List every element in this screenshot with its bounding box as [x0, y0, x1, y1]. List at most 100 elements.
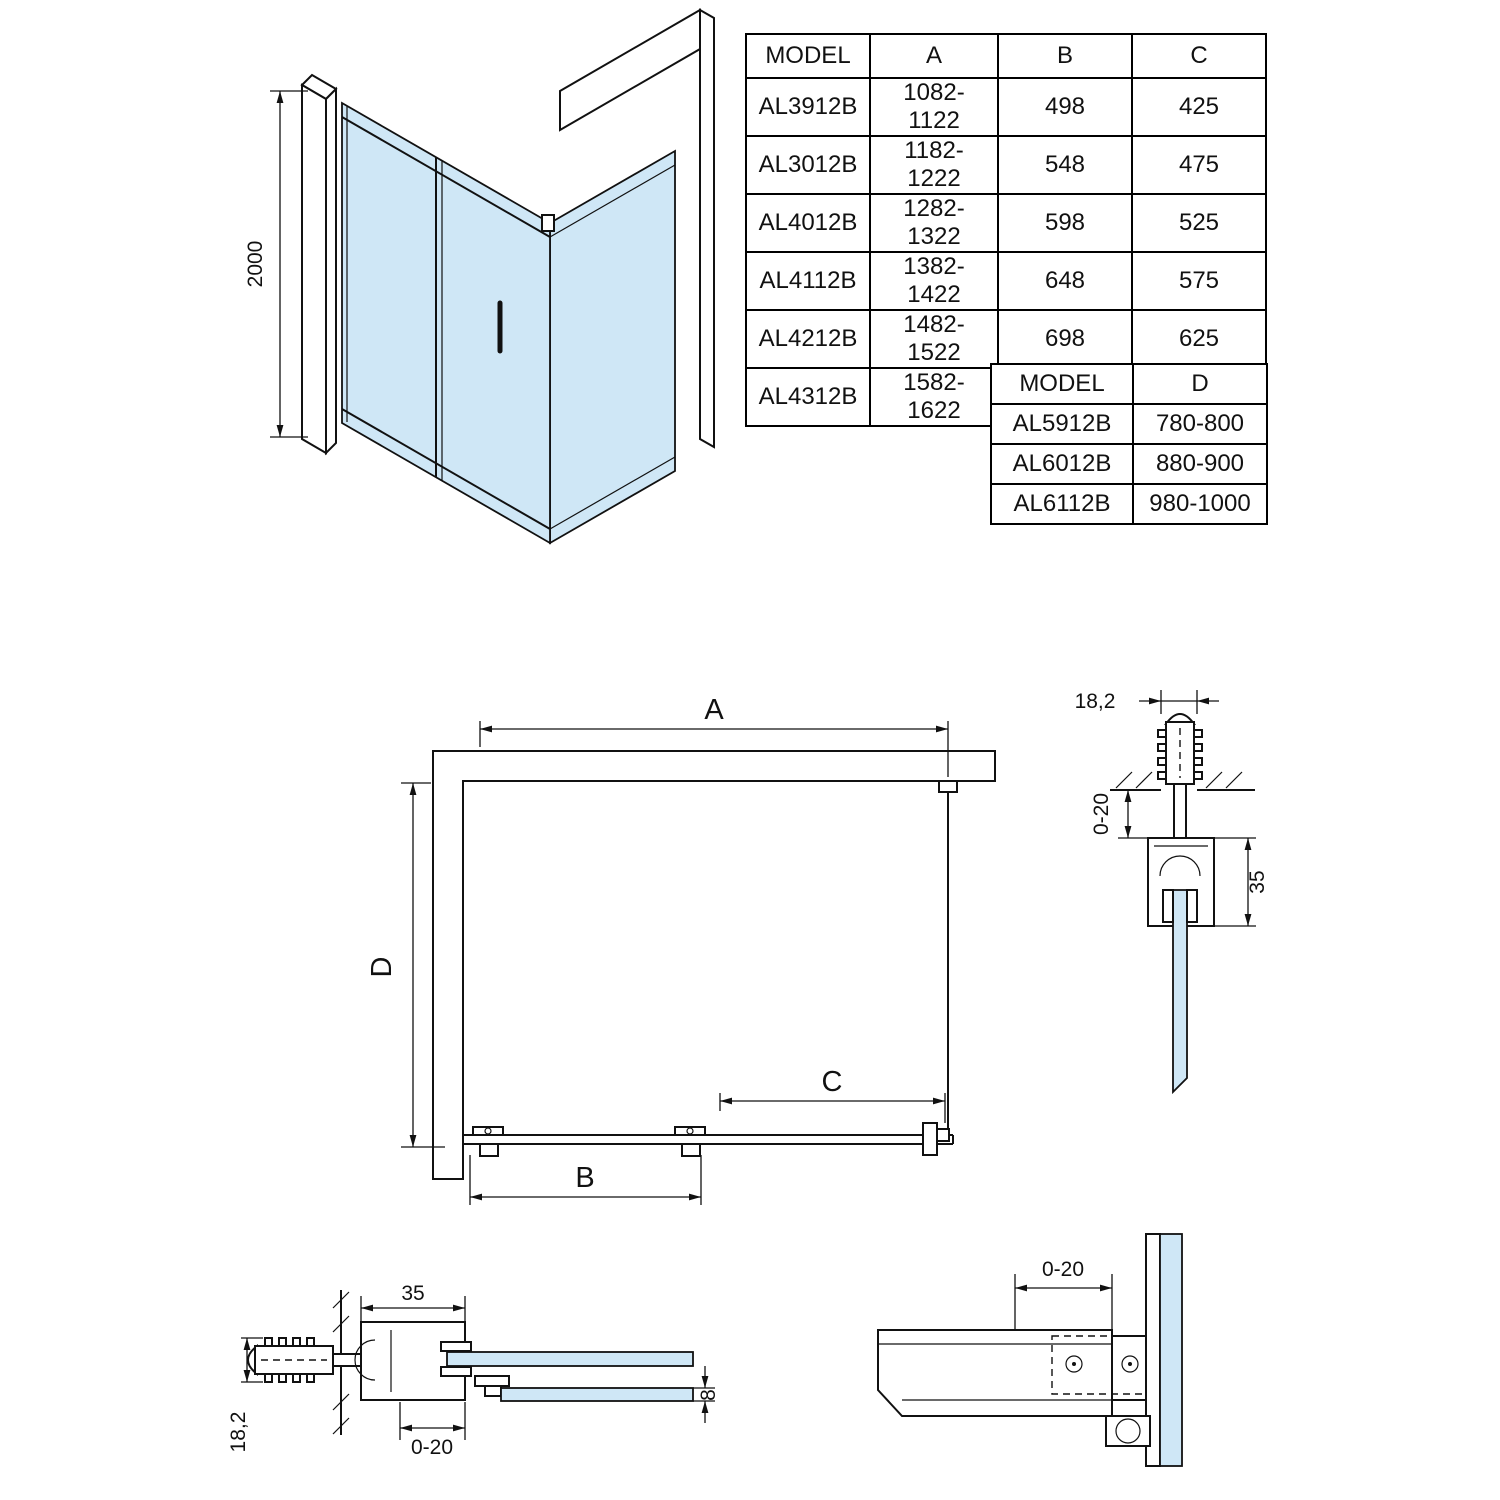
- cell-c: 475: [1131, 135, 1267, 195]
- wall-hatch: [1110, 771, 1255, 791]
- fixed-glass-pane: [446, 1351, 694, 1367]
- table-header-row: MODEL A B C: [745, 33, 1267, 79]
- cell-a: 1182-1222: [869, 135, 999, 195]
- col-header-d: D: [1132, 363, 1268, 405]
- cell-model: AL6112B: [990, 483, 1134, 525]
- dim-label-anchor-width: 18,2: [227, 1412, 250, 1453]
- dim-label-profile-depth: 35: [1246, 870, 1269, 893]
- cell-b: 648: [997, 251, 1133, 311]
- dimension-adjust-gap: 0-20: [1090, 790, 1148, 839]
- screw-icon: [1065, 1355, 1083, 1373]
- cell-a: 1282-1322: [869, 193, 999, 253]
- dim-label-adjust-gap: 0-20: [1042, 1258, 1084, 1281]
- dim-label-b: B: [575, 1162, 594, 1194]
- model-table-d: MODEL D AL5912B 780-800 AL6012B 880-900 …: [990, 363, 1268, 525]
- isometric-view: 2000: [244, 8, 715, 545]
- col-header-model: MODEL: [990, 363, 1134, 405]
- dim-label-adjust-gap: 0-20: [1090, 793, 1113, 835]
- cell-model: AL3912B: [745, 77, 871, 137]
- left-wall: [300, 73, 338, 456]
- dimension-glass-thickness: 8: [693, 1366, 720, 1423]
- side-glass-pane: [1159, 1233, 1183, 1467]
- dimension-height: 2000: [244, 90, 308, 438]
- cell-model: AL6012B: [990, 443, 1134, 485]
- cell-c: 575: [1131, 251, 1267, 311]
- wall-profile-section: [1147, 837, 1215, 1095]
- end-bracket: [922, 1122, 938, 1156]
- door-glass-pane: [500, 1387, 694, 1402]
- wall-profile-section: [354, 1321, 694, 1402]
- gasket: [440, 1341, 472, 1352]
- cell-d: 780-800: [1132, 403, 1268, 445]
- plan-side-glass: [938, 780, 958, 1137]
- roller-bracket: [472, 1126, 504, 1136]
- clamp-bracket: [1111, 1335, 1147, 1401]
- roller-housing: [1105, 1415, 1151, 1447]
- cell-model: AL5912B: [990, 403, 1134, 445]
- screw-shaft: [1173, 783, 1187, 839]
- plan-walls: [432, 750, 996, 1180]
- detail-wall-profile-horizontal: 35 0-20 18,2 8: [227, 1282, 720, 1459]
- glass-pane: [1172, 889, 1188, 1095]
- dim-label-c: C: [822, 1066, 843, 1098]
- table-row: AL6112B 980-1000: [990, 483, 1268, 525]
- cell-c: 625: [1131, 309, 1267, 369]
- screw-icon: [1121, 1355, 1139, 1373]
- gasket: [1186, 889, 1198, 923]
- side-glass-panel: [549, 149, 676, 545]
- hidden-bracket: [1051, 1335, 1147, 1395]
- side-panel-section: [1145, 1233, 1183, 1467]
- roller-bracket: [484, 1385, 502, 1397]
- roller-bracket: [479, 1143, 499, 1157]
- wall-anchor-icon: [1157, 713, 1203, 839]
- dim-label-a: A: [704, 694, 724, 726]
- dimension-adjust-gap: 0-20: [399, 1402, 466, 1459]
- corner-bracket: [541, 214, 555, 232]
- cell-c: 425: [1131, 77, 1267, 137]
- table-row: AL5912B 780-800: [990, 403, 1268, 445]
- cell-b: 548: [997, 135, 1133, 195]
- cell-a: 1582-1622: [869, 367, 999, 427]
- dimension-d: D: [366, 782, 445, 1148]
- table-row: AL4012B 1282-1322 598 525: [745, 193, 1267, 253]
- dim-label-profile-depth: 35: [401, 1282, 424, 1305]
- cell-model: AL4112B: [745, 251, 871, 311]
- gasket: [440, 1366, 472, 1377]
- detail-wall-profile-vertical: 18,2 0: [1075, 690, 1269, 1095]
- table-row: AL4112B 1382-1422 648 575: [745, 251, 1267, 311]
- cell-model: AL4312B: [745, 367, 871, 427]
- dimension-profile-depth: 35: [1214, 837, 1269, 927]
- dimension-profile-depth: 35: [360, 1282, 466, 1326]
- col-header-c: C: [1131, 33, 1267, 79]
- dimension-b: B: [469, 1155, 702, 1205]
- roller-bracket: [474, 1375, 510, 1387]
- dim-label-height: 2000: [244, 241, 267, 288]
- screw-shaft: [332, 1353, 362, 1367]
- sliding-door-glass: [341, 101, 555, 545]
- dim-label-d: D: [366, 957, 398, 978]
- col-header-a: A: [869, 33, 999, 79]
- dim-label-adjust-gap: 0-20: [411, 1436, 453, 1459]
- dim-label-glass-thickness: 8: [697, 1389, 720, 1401]
- cell-c: 525: [1131, 193, 1267, 253]
- cell-model: AL4212B: [745, 309, 871, 369]
- cell-d: 880-900: [1132, 443, 1268, 485]
- cell-b: 698: [997, 309, 1133, 369]
- roller-bracket: [674, 1126, 706, 1136]
- col-header-model: MODEL: [745, 33, 871, 79]
- roller-bracket: [681, 1143, 701, 1157]
- col-header-b: B: [997, 33, 1133, 79]
- dimension-anchor-width: 18,2: [1075, 690, 1219, 714]
- cell-a: 1082-1122: [869, 77, 999, 137]
- end-bracket: [936, 1128, 950, 1142]
- wall-anchor-icon: [247, 1337, 362, 1383]
- gasket: [1162, 889, 1174, 923]
- cell-model: AL4012B: [745, 193, 871, 253]
- detail-corner-connection: 0-20: [877, 1233, 1183, 1467]
- roller-wheel-icon: [1115, 1418, 1141, 1444]
- table-row: AL4212B 1482-1522 698 625: [745, 309, 1267, 369]
- cell-a: 1482-1522: [869, 309, 999, 369]
- back-wall: [559, 8, 715, 449]
- door-profile-section: [877, 1329, 1151, 1447]
